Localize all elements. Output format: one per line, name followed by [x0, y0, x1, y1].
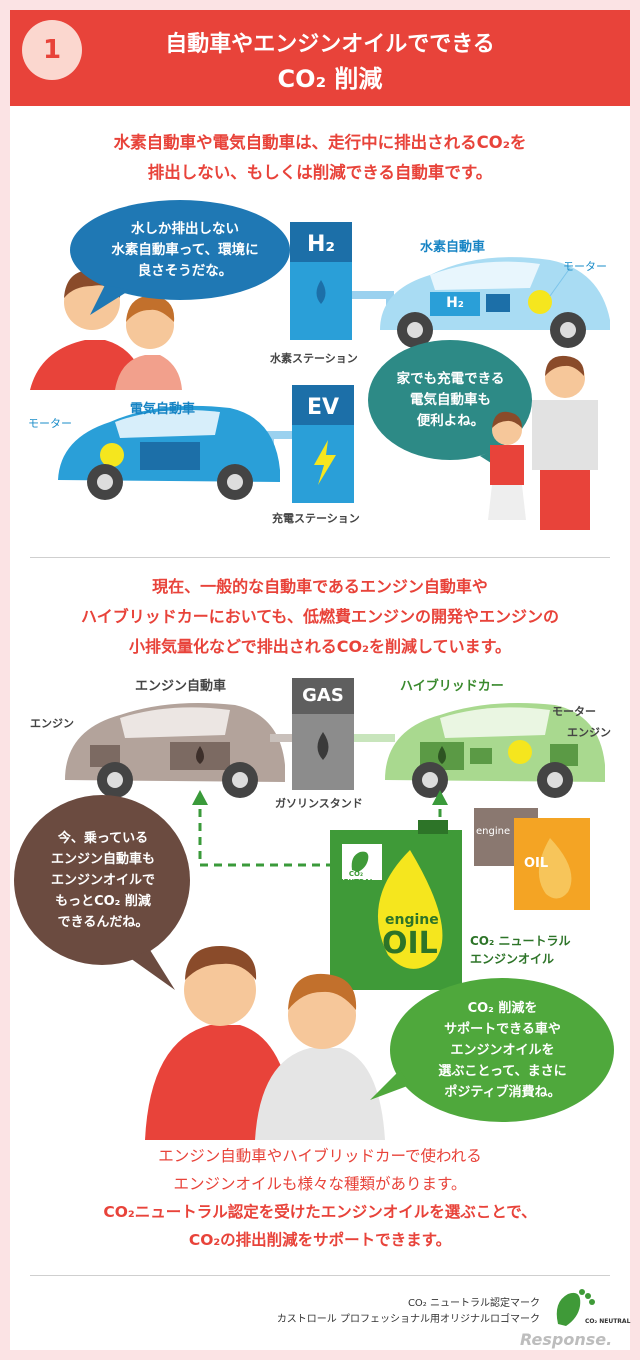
oil-can-engine-text: engine [385, 912, 439, 928]
family-illustration [488, 355, 598, 530]
flow-arrow-left [198, 795, 330, 867]
logo-caption-1: CO₂ ニュートラル認定マーク [407, 1298, 540, 1309]
bubble-green-line: 選ぶことって、まさに [438, 1063, 567, 1079]
co2-neutral-logo [556, 1289, 595, 1326]
bubble-brown-line: 今、乗っている [57, 830, 149, 846]
h2-station-sign: H₂ [306, 232, 336, 257]
co2-neutral-oil-label-2: エンジンオイル [470, 952, 555, 966]
bubble-family-line: 家でも充電できる [396, 370, 505, 387]
title-line-1: 自動車やエンジンオイルでできる [165, 32, 495, 57]
h2-car-label: 水素自動車 [420, 240, 486, 255]
section1-intro: 水素自動車や電気自動車は、走行中に排出されるCO₂を 排出しない、もしくは削減で… [20, 128, 620, 188]
bubble-man-line: 水素自動車って、環境に [111, 241, 259, 258]
header-banner [10, 10, 630, 106]
bubble-green-line: ポジティブ消費ね。 [444, 1084, 561, 1100]
h2-car-tank: H₂ [446, 295, 464, 311]
bubble-man-shape [70, 200, 290, 300]
footer-caption: CO₂ ニュートラル認定マーク カストロール プロフェッショナル用オリジナルロゴ… [250, 1296, 540, 1328]
couple-bottom-illustration [145, 945, 385, 1140]
logo-caption-2: カストロール プロフェッショナル用オリジナルロゴマーク [276, 1314, 540, 1325]
neutral-mark-label-small: CO₂ NEUTRAL [337, 870, 375, 886]
bubble-green-line: CO₂ 削減を [467, 1000, 538, 1016]
conclusion: エンジン自動車やハイブリッドカーで使われる エンジンオイルも様々な種類があります… [20, 1142, 620, 1254]
co2-neutral-oil-label-1: CO₂ ニュートラル [470, 934, 571, 948]
section-number-badge: 1 [22, 20, 82, 80]
bubble-green-line: エンジンオイルを [450, 1042, 555, 1058]
bubble-family-line: 便利よね。 [416, 412, 485, 429]
section-divider [30, 557, 610, 558]
bubble-green-shape [390, 978, 614, 1122]
bubble-brown-shape [14, 795, 190, 965]
conclusion-line4: CO₂の排出削減をサポートできます。 [188, 1231, 452, 1249]
h2-station-label: 水素ステーション [270, 352, 358, 365]
bubble-brown-line: エンジン自動車も [50, 851, 155, 867]
section1-intro-line2: 排出しない、もしくは削減できる自動車です。 [147, 163, 493, 182]
bubble-family-line: 電気自動車も [409, 391, 491, 408]
gas-station-label: ガソリンスタンド [275, 797, 363, 810]
hybrid-motor-label: モーター [552, 705, 596, 718]
bubble-green-line: サポートできる車や [444, 1021, 561, 1037]
page-title: 自動車やエンジンオイルでできる CO₂ 削減 [100, 28, 560, 96]
bubble-family-shape [368, 340, 532, 460]
bubble-man-line: 良さそうだな。 [137, 262, 233, 279]
oil-can-oil-text: OIL [382, 926, 438, 961]
bubble-green: CO₂ 削減を サポートできる車や エンジンオイルを 選ぶことって、まさに ポジ… [400, 990, 605, 1110]
section2-intro-line1: 現在、一般的な自動車であるエンジン自動車や [152, 577, 488, 596]
section1-illustration [30, 200, 610, 530]
bubble-man: 水しか排出しない 水素自動車って、環境に 良さそうだな。 [100, 210, 270, 290]
hybrid-car-label: ハイブリッドカー [400, 679, 504, 694]
motor-label-right: モーター [563, 260, 607, 273]
section2-illustration [14, 678, 614, 1140]
section2-intro-line3: 小排気量化などで排出されるCO₂を削減しています。 [129, 637, 511, 656]
watermark: Response. [520, 1330, 613, 1349]
footer-divider [30, 1275, 610, 1276]
bubble-family: 家でも充電できる 電気自動車も 便利よね。 [378, 365, 523, 435]
ev-station-label: 充電ステーション [272, 512, 360, 525]
co2-neutral-oil-label: CO₂ ニュートラル エンジンオイル [470, 932, 570, 968]
bubble-man-line: 水しか排出しない [131, 220, 239, 237]
bubble-brown-line: できるんだね。 [57, 914, 149, 930]
section2-intro: 現在、一般的な自動車であるエンジン自動車や ハイブリッドカーにおいても、低燃費エ… [20, 572, 620, 662]
small-can-oil-text: OIL [524, 856, 549, 871]
conclusion-line1: エンジン自動車やハイブリッドカーで使われる [158, 1147, 482, 1165]
ev-station-sign: EV [306, 395, 340, 420]
gas-station-sign: GAS [302, 685, 344, 706]
motor-label-left: モーター [28, 417, 72, 430]
neutral-logo-text: CO₂ NEUTRAL [585, 1318, 631, 1325]
engine-label-left: エンジン [30, 717, 74, 730]
bubble-brown-line: エンジンオイルで [50, 872, 155, 888]
hybrid-engine-label: エンジン [567, 726, 611, 739]
conclusion-line3: CO₂ニュートラル認定を受けたエンジンオイルを選ぶことで、 [103, 1203, 537, 1221]
bubble-brown-line: もっとCO₂ 削減 [55, 893, 151, 909]
engine-car-label: エンジン自動車 [135, 679, 227, 694]
ev-car-label: 電気自動車 [130, 402, 196, 417]
small-can-engine-text: engine [476, 826, 511, 837]
title-line-2: CO₂ 削減 [277, 65, 383, 93]
section2-intro-line2: ハイブリッドカーにおいても、低燃費エンジンの開発やエンジンの [81, 607, 559, 626]
bubble-brown: 今、乗っている エンジン自動車も エンジンオイルで もっとCO₂ 削減 できるん… [20, 810, 186, 950]
section1-intro-line1: 水素自動車や電気自動車は、走行中に排出されるCO₂を [113, 133, 527, 152]
conclusion-line2: エンジンオイルも様々な種類があります。 [173, 1175, 467, 1193]
